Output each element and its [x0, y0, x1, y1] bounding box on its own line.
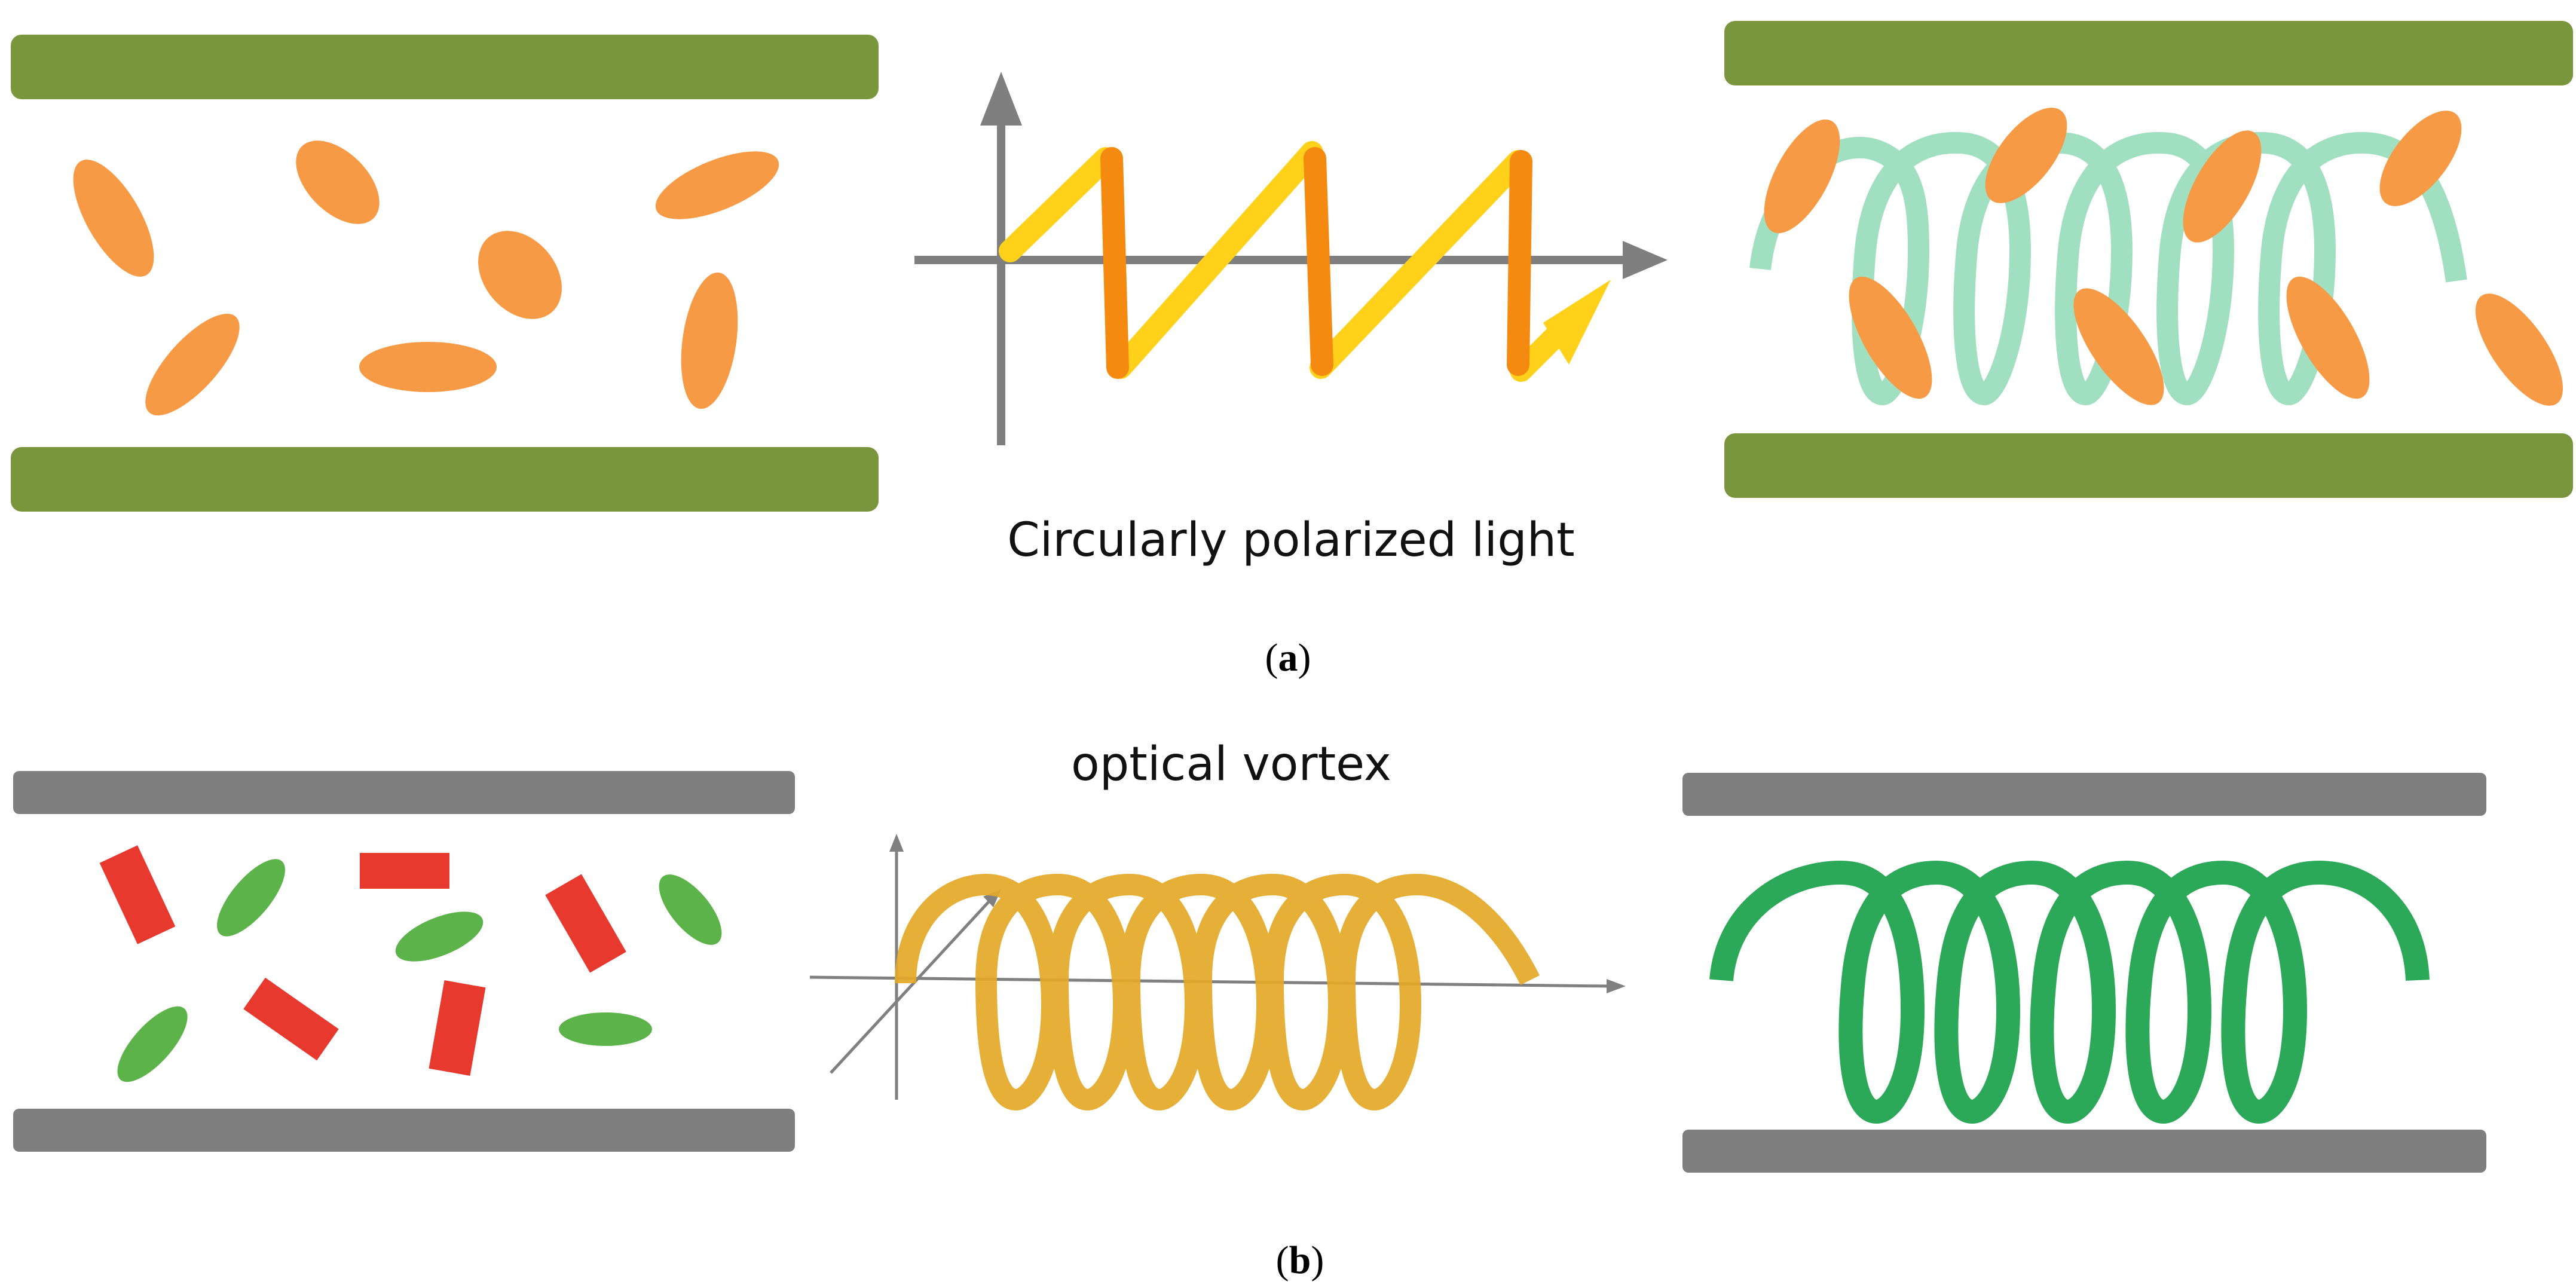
molecule	[145, 313, 240, 416]
molecule	[655, 151, 779, 219]
bottom-plate	[1724, 433, 2573, 498]
y-axis-arrowhead	[980, 72, 1022, 126]
top-plate	[1682, 773, 2486, 816]
molecule	[359, 342, 497, 392]
molecule	[2379, 111, 2462, 206]
ellipse-molecule	[217, 859, 285, 937]
top-plate	[11, 35, 879, 99]
molecule	[1985, 108, 2067, 203]
z-axis-arrowhead	[889, 834, 904, 852]
panel-label-b: (b)	[1276, 1238, 1324, 1282]
panel-b-right-cell	[1682, 773, 2486, 1173]
bottom-plate	[13, 1109, 795, 1152]
molecule	[1764, 119, 1840, 234]
molecule	[478, 231, 562, 319]
panel-a-right-cell	[1724, 21, 2573, 498]
molecule	[2475, 293, 2563, 406]
ellipse-molecule	[117, 1006, 188, 1082]
green-helix	[1709, 860, 2430, 1124]
rod	[545, 874, 626, 973]
wave-fall-segment	[1507, 150, 1532, 376]
top-plate	[13, 771, 795, 814]
wave-rise-segment	[1109, 141, 1323, 379]
optical-vortex-diagram	[809, 834, 1626, 1111]
top-plate	[1724, 21, 2573, 85]
bottom-plate	[1682, 1130, 2486, 1173]
rod	[429, 980, 486, 1076]
panel-b-left-cell	[13, 771, 795, 1152]
rod	[99, 845, 176, 944]
red-rods	[99, 845, 626, 1076]
bottom-plate	[11, 447, 879, 512]
vortex-helix	[895, 873, 1540, 1111]
molecule	[296, 140, 380, 224]
panel-a-left-cell	[11, 35, 879, 512]
green-ellipses	[117, 859, 722, 1082]
rod	[243, 977, 339, 1061]
ellipse-molecule	[659, 874, 722, 945]
molecule	[1849, 276, 1932, 399]
aligned-molecules	[1764, 108, 2563, 406]
panel-b: optical vortex (b)	[13, 738, 2486, 1282]
molecule	[2183, 130, 2262, 243]
wave-fall-segment	[1304, 147, 1333, 376]
panel-label-a: (a)	[1265, 636, 1311, 680]
caption-optical-vortex: optical vortex	[1071, 738, 1391, 791]
ellipse-molecule	[395, 911, 484, 962]
green-helix-ribbon	[1709, 860, 2430, 1124]
rod	[360, 853, 449, 889]
wave-rise-segment	[999, 147, 1117, 262]
wave-rise-segment	[1310, 150, 1529, 379]
ellipse-molecule	[559, 1012, 652, 1046]
molecule	[73, 160, 154, 277]
circularly-polarized-light-diagram	[914, 72, 1668, 445]
polarized-wave	[999, 141, 1571, 382]
propagation-arrowhead	[1543, 280, 1611, 365]
x-axis-arrowhead	[1623, 241, 1668, 279]
molecule	[681, 272, 738, 409]
molecule	[2286, 276, 2370, 399]
vortex-helix-ribbon	[895, 873, 1540, 1111]
random-molecules	[73, 140, 779, 416]
panel-a: Circularly polarized light (a)	[11, 21, 2573, 680]
x-axis-arrowhead	[1607, 979, 1626, 993]
caption-circularly-polarized-light: Circularly polarized light	[1007, 513, 1575, 567]
y-axis	[830, 900, 990, 1074]
molecule	[2073, 288, 2164, 405]
wave-fall-segment	[1100, 147, 1129, 379]
